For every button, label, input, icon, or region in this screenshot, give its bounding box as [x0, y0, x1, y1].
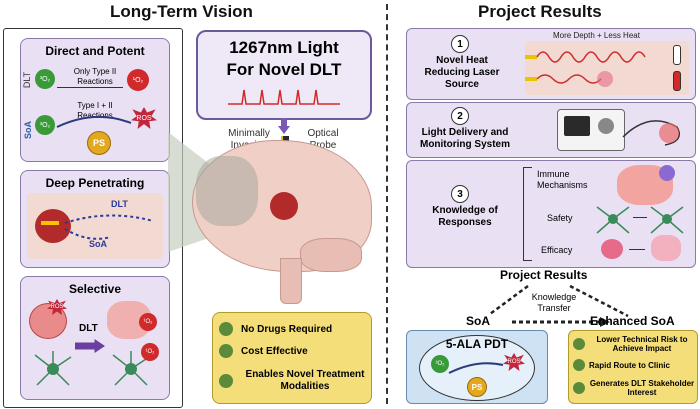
oxygen-triplet-icon: ³O₂	[35, 69, 55, 89]
panel-title: Deep Penetrating	[45, 176, 145, 190]
brain-stem	[280, 258, 302, 304]
step-number: 3	[451, 185, 469, 203]
cerebellum	[300, 238, 362, 272]
light-title-line1: 1267nm Light	[229, 38, 339, 57]
oxygen-singlet-icon: ¹O₂	[127, 69, 149, 91]
sub-efficacy: Efficacy	[541, 245, 573, 255]
tumor-icon	[35, 209, 71, 243]
benefit-item: No Drugs Required	[219, 321, 369, 337]
neuron-icon	[596, 206, 630, 234]
result-item-1: 1 Novel Heat Reducing Laser Source More …	[406, 28, 696, 100]
probe-arrow	[278, 118, 290, 134]
pulse-waveform	[228, 89, 340, 105]
photosensitizer-icon: PS	[467, 377, 487, 397]
penetration-arrows	[64, 214, 154, 240]
bracket	[523, 167, 532, 261]
oxygen-triplet-icon: ³O₂	[35, 115, 55, 135]
optical-probe-label: Optical Probe	[307, 128, 339, 151]
benefits-box: No Drugs Required Cost Effective Enables…	[212, 312, 372, 404]
panel-title: Direct and Potent	[45, 44, 145, 58]
transfer-arrows	[489, 284, 629, 327]
thumbs-up-icon	[573, 359, 585, 371]
enhanced-item: Rapid Route to Clinic	[573, 357, 695, 373]
arrow-right	[629, 249, 645, 250]
enhanced-item: Generates DLT Stakeholder Interest	[573, 377, 695, 399]
tumor-cell-icon	[601, 239, 623, 259]
probe-cable	[622, 120, 680, 146]
benefit-item: Enables Novel Treatment Modalities	[219, 367, 369, 395]
arrow-right	[633, 217, 647, 218]
thumbs-up-icon	[219, 374, 233, 388]
project-results-heading: Project Results	[478, 2, 602, 21]
sub-safety: Safety	[547, 213, 573, 223]
soa-label: SoA	[23, 121, 33, 139]
panel-selective: Selective ROS ¹O₂ DLT ¹O₂	[20, 276, 170, 400]
neuron-icon	[34, 351, 72, 386]
curve-arrow	[56, 115, 132, 128]
item-label: Light Delivery and Monitoring System	[419, 127, 510, 150]
benefit-item: Cost Effective	[219, 343, 369, 359]
dlt-label: DLT	[79, 323, 98, 334]
type12-label: Type I + II Reactions	[77, 101, 113, 120]
oxygen-triplet-icon: ³O₂	[431, 355, 449, 373]
soa-panel: 5-ALA PDT ³O₂ ROS PS	[406, 330, 548, 404]
panel-title: Selective	[68, 282, 122, 296]
curve-arrow	[448, 362, 504, 374]
oxygen-singlet-icon: ¹O₂	[139, 313, 157, 331]
thumbs-up-icon	[573, 382, 585, 394]
dlt-label: DLT	[22, 71, 33, 89]
step-number: 2	[451, 107, 469, 125]
light-source-icon	[41, 221, 59, 225]
laser-tissue-image	[525, 41, 689, 95]
result-item-2: 2 Light Delivery and Monitoring System	[406, 102, 696, 158]
thumbs-up-icon	[573, 338, 585, 350]
divider	[386, 4, 388, 404]
enhanced-soa-panel: Lower Technical Risk to Achieve Impact R…	[568, 330, 698, 404]
soa-label: SoA	[466, 314, 490, 328]
dlt-label: DLT	[111, 199, 128, 209]
item-label: Knowledge of Responses	[432, 205, 498, 228]
item-caption: More Depth + Less Heat	[553, 31, 640, 40]
brain-lobe	[196, 156, 258, 226]
panel-direct-potent: Direct and Potent DLT SoA ³O₂ Only Type …	[20, 38, 170, 162]
thermometer-icon	[673, 71, 681, 91]
long-term-vision-heading: Long-Term Vision	[110, 2, 253, 21]
device-screen	[564, 116, 590, 136]
immune-cell-dot	[659, 165, 675, 181]
device-icon	[557, 109, 625, 151]
thermometer-icon	[673, 45, 681, 65]
result-item-3: 3 Knowledge of Responses Immune Mechanis…	[406, 160, 696, 268]
neuron-icon	[650, 206, 684, 234]
tumor-icon	[270, 192, 298, 220]
light-box: 1267nm Light For Novel DLT	[196, 30, 372, 120]
thumbs-up-icon	[219, 344, 233, 358]
step-number: 1	[451, 35, 469, 53]
panel-deep-penetrating: Deep Penetrating DLT SoA	[20, 170, 170, 268]
enhanced-item: Lower Technical Risk to Achieve Impact	[573, 333, 695, 355]
photosensitizer-icon: PS	[87, 131, 111, 155]
project-results-subheading: Project Results	[500, 268, 588, 282]
light-title-line2: For Novel DLT	[226, 60, 342, 79]
dead-cell-icon	[651, 235, 681, 261]
item-label: Novel Heat Reducing Laser Source	[424, 55, 500, 90]
type2-label: Only Type II Reactions	[73, 67, 117, 86]
arrow-line	[57, 87, 123, 88]
ala-pdt-label: 5-ALA PDT	[445, 337, 509, 351]
selective-arrow	[75, 339, 105, 353]
oxygen-singlet-icon: ¹O₂	[141, 343, 159, 361]
device-knob	[598, 118, 614, 134]
knowledge-transfer-label: Knowledge Transfer	[531, 292, 577, 313]
neuron-icon	[112, 351, 150, 386]
laser-waveform	[525, 51, 646, 87]
thumbs-up-icon	[219, 322, 233, 336]
soa-label: SoA	[89, 239, 107, 249]
sub-immune: Immune Mechanisms	[537, 169, 588, 190]
tissue-image: DLT SoA	[27, 193, 163, 259]
enhanced-soa-label: Enhanced SoA	[590, 314, 675, 328]
